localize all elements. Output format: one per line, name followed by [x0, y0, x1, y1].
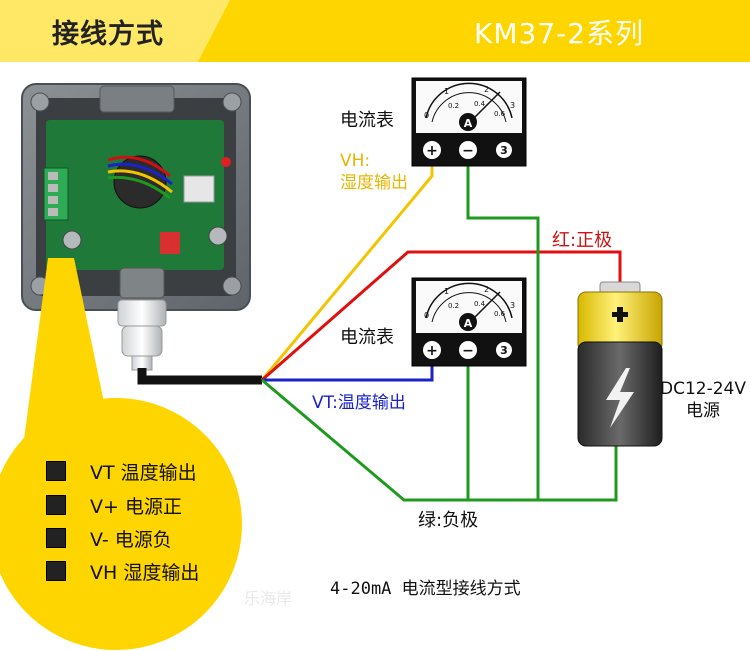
- ammeter-1-plus-terminal: +: [426, 143, 438, 159]
- ammeter-2-minus-terminal: −: [462, 343, 474, 359]
- black-cable: [137, 368, 262, 385]
- ammeter-1-scale-06: 0.6: [494, 110, 506, 118]
- green-wire-label: 绿:负极: [418, 510, 479, 531]
- blue-wire-vt: [262, 360, 434, 382]
- terminal-square-icon: [46, 495, 66, 515]
- ammeter-1-scale-0: 0: [424, 111, 429, 120]
- ammeter-2-unit: A: [464, 317, 473, 330]
- ammeter-1-scale-1: 1: [444, 87, 449, 96]
- red-wire-positive: [261, 250, 622, 382]
- ammeter-2-scale-04: 0.4: [474, 300, 486, 308]
- ammeter-1-terminal-3: 3: [500, 144, 508, 157]
- device-housing: [21, 83, 251, 311]
- ammeter-2-scale-2: 2: [484, 285, 489, 294]
- power-supply-text: 电源: [686, 401, 720, 421]
- vh-wire-label-line1: VH:: [340, 151, 371, 171]
- ammeter-2-scale-3: 3: [510, 301, 515, 310]
- terminal-square-icon: [46, 461, 66, 481]
- ammeter-1-label: 电流表: [340, 110, 394, 131]
- legend-text: VH 湿度输出: [90, 561, 200, 584]
- legend-item-vh: VH 湿度输出: [46, 558, 199, 584]
- page-title: 接线方式: [52, 19, 164, 50]
- ammeter-2-scale-02: 0.2: [448, 302, 459, 310]
- ammeter-2-scale-06: 0.6: [494, 310, 506, 318]
- terminal-square-icon: [46, 561, 66, 581]
- ammeter-1-scale-3: 3: [510, 101, 515, 110]
- watermark-text: 乐海岸: [244, 589, 293, 608]
- cable-gland: [117, 267, 167, 371]
- green-wire-meter1-return: [466, 160, 540, 500]
- legend-text: V+ 电源正: [90, 495, 182, 518]
- red-wire-label: 红:正极: [552, 230, 613, 251]
- lightning-icon: [606, 368, 634, 428]
- ammeter-1-unit: A: [464, 117, 473, 130]
- ammeter-2-scale-1: 1: [444, 287, 449, 296]
- ammeter-2-terminal-3: 3: [500, 344, 508, 357]
- ammeter-1-scale-02: 0.2: [448, 102, 459, 110]
- header-tab: [0, 0, 230, 62]
- ammeter-1-scale-2: 2: [484, 85, 489, 94]
- header-bar: [0, 0, 750, 62]
- ammeter-1: A 0 1 2 3 0.2 0.4 0.6 + − 3: [411, 77, 527, 167]
- terminal-square-icon: [46, 528, 66, 548]
- ammeter-2-label: 电流表: [340, 327, 394, 348]
- legend-text: VT 温度输出: [90, 461, 197, 484]
- ammeter-2-scale-0: 0: [424, 311, 429, 320]
- vh-wire-label-line2: 湿度输出: [340, 173, 408, 193]
- power-supply-voltage: DC12-24V: [660, 379, 746, 399]
- ammeter-1-scale-04: 0.4: [474, 100, 486, 108]
- battery: [577, 281, 663, 447]
- series-title: KM37-2系列: [474, 17, 645, 50]
- green-wire-negative: [261, 378, 618, 502]
- diagram-caption: 4-20mA 电流型接线方式: [330, 579, 521, 599]
- vt-wire-label: VT:温度输出: [312, 393, 406, 413]
- legend-text: V- 电源负: [90, 528, 172, 551]
- ammeter-2-plus-terminal: +: [426, 343, 438, 359]
- ammeter-1-minus-terminal: −: [462, 143, 474, 159]
- legend-item-vplus: V+ 电源正: [46, 492, 182, 518]
- legend-item-vt: VT 温度输出: [46, 458, 197, 484]
- legend-item-vminus: V- 电源负: [46, 525, 172, 551]
- power-supply-label: DC12-24V 电源: [660, 378, 746, 422]
- ammeter-2: A 0 1 2 3 0.2 0.4 0.6 + − 3: [411, 277, 527, 367]
